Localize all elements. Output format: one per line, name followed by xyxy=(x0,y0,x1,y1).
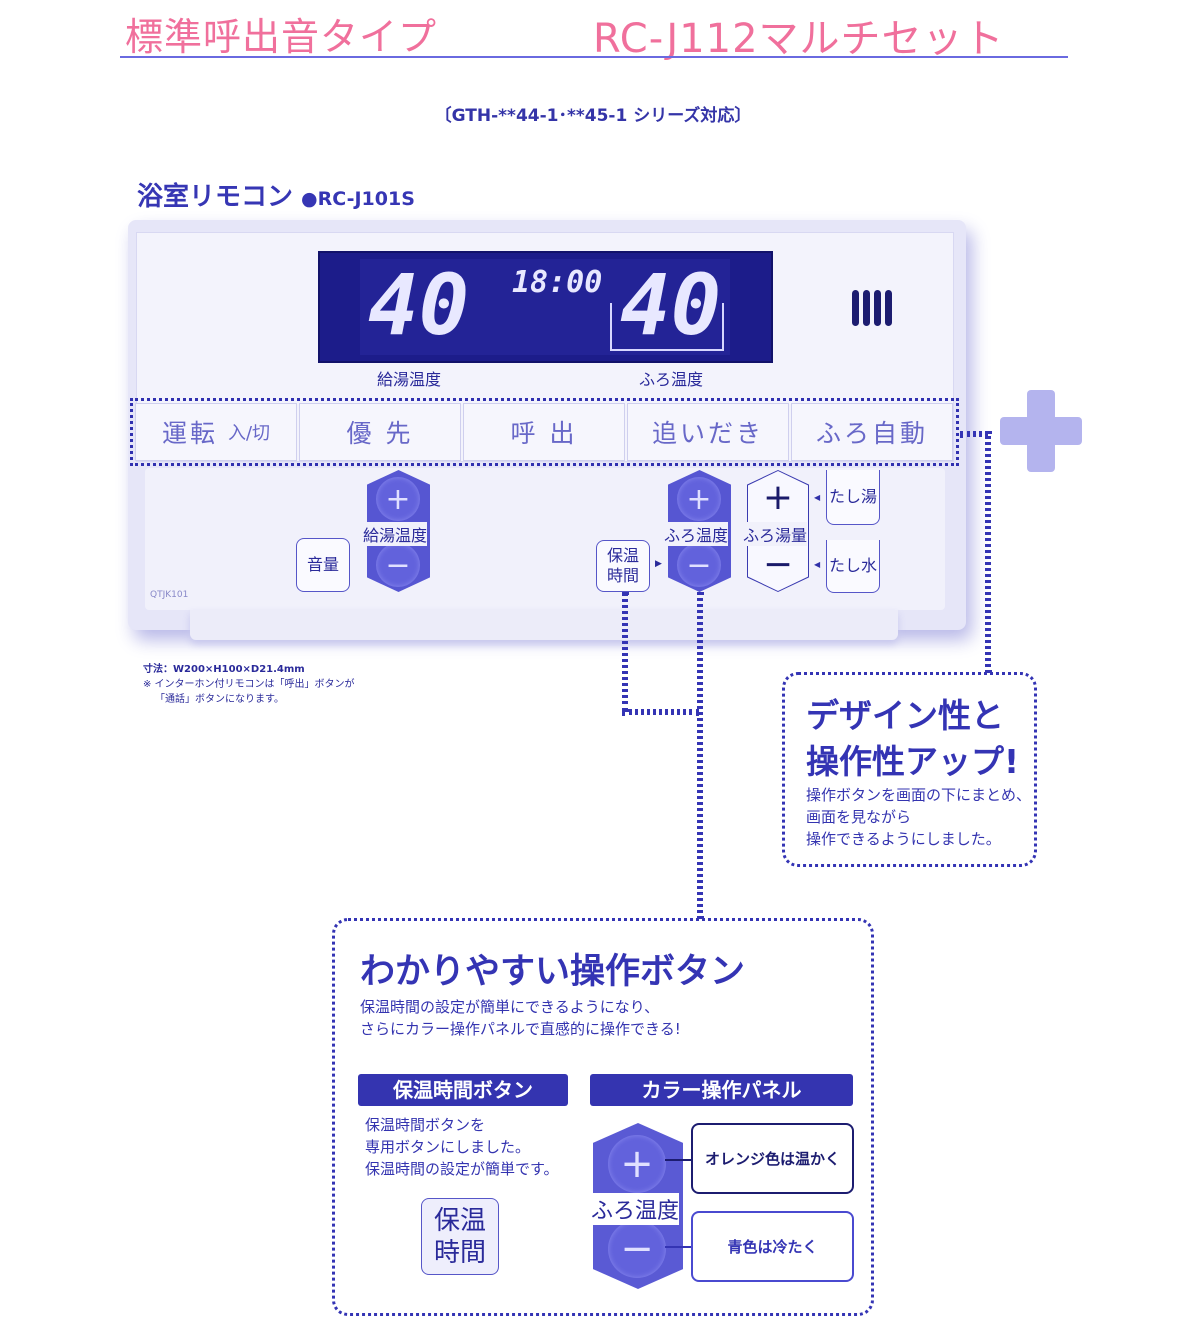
supply-temp-minus-button[interactable]: − xyxy=(376,543,420,587)
keep-warm-button[interactable]: 保温時間 xyxy=(596,540,650,592)
keep-warm-text-3: 保温時間の設定が簡単です。 xyxy=(365,1160,559,1178)
bath-temp-minus-button[interactable]: − xyxy=(677,543,721,587)
keep-warm-text-2: 専用ボタンにしました。 xyxy=(365,1138,531,1156)
button-row-highlight xyxy=(130,398,959,466)
bath-temp-digits: 40 xyxy=(620,256,722,354)
easy-buttons-text-2: さらにカラー操作パネルで直感的に操作できる! xyxy=(360,1020,681,1038)
connector-line xyxy=(697,592,703,919)
keep-warm-header: 保温時間ボタン xyxy=(358,1074,568,1106)
intercom-note: ※ インターホン付リモコンは「呼出」ボタンが xyxy=(143,679,355,690)
remote-base xyxy=(190,610,898,640)
color-panel-label: ふろ温度 xyxy=(591,1193,680,1225)
design-text-3: 操作できるようにしました。 xyxy=(806,830,1001,848)
header-left-title: 標準呼出音タイプ xyxy=(125,15,438,59)
power-sub-label: 入/切 xyxy=(227,423,271,444)
warm-color-note: オレンジ色は温かく xyxy=(691,1123,854,1194)
arrow-left-icon: ◀ xyxy=(814,560,821,569)
design-callout: デザイン性と 操作性アップ! 操作ボタンを画面の下にまとめ、 画面を見ながら 操… xyxy=(782,672,1037,867)
bath-temp-label: ふろ温度 xyxy=(664,522,729,546)
bath-volume-plus-button[interactable]: + xyxy=(762,477,794,518)
dimensions-note: 寸法：W200×H100×D21.4mm xyxy=(143,664,305,675)
speaker-grille-icon xyxy=(852,290,892,326)
supply-temp-digits: 40 xyxy=(368,256,470,354)
color-panel-header: カラー操作パネル xyxy=(590,1074,853,1106)
lcd-display: 40 18:00 40 xyxy=(318,251,773,363)
series-subtitle: 〔GTH-**44-1･**45-1 シリーズ対応〕 xyxy=(434,106,752,126)
intercom-note-2: 「通話」ボタンになります。 xyxy=(155,694,284,705)
color-panel-minus-button[interactable]: − xyxy=(608,1220,666,1278)
plus-icon-bar xyxy=(1000,417,1082,445)
reheat-button[interactable]: 追いだき xyxy=(627,403,789,461)
connector-line xyxy=(960,431,988,437)
connector-line xyxy=(622,592,628,712)
bath-volume-label: ふろ湯量 xyxy=(743,522,808,546)
design-text-1: 操作ボタンを画面の下にまとめ、 xyxy=(806,786,1032,804)
supply-temp-label: 給湯温度 xyxy=(363,522,428,546)
header-right-title: RC-J112マルチセット xyxy=(593,16,1005,62)
call-button[interactable]: 呼 出 xyxy=(463,403,625,461)
color-panel-plus-button[interactable]: + xyxy=(608,1135,666,1193)
display-label-supply: 給湯温度 xyxy=(377,370,442,389)
volume-button[interactable]: 音量 xyxy=(296,538,350,592)
design-text-2: 画面を見ながら xyxy=(806,808,912,826)
easy-buttons-title: わかりやすい操作ボタン xyxy=(360,952,746,992)
keep-warm-line1: 保温 xyxy=(606,546,639,565)
design-title-1: デザイン性と xyxy=(806,696,1004,735)
connector-line xyxy=(665,1246,691,1248)
section-title: 浴室リモコン ●RC-J101S xyxy=(137,176,415,213)
bath-level-bracket xyxy=(610,303,724,351)
connector-line xyxy=(985,431,991,673)
supply-temp-plus-button[interactable]: + xyxy=(376,477,420,521)
arrow-left-icon: ◀ xyxy=(814,493,821,502)
design-title-2: 操作性アップ! xyxy=(806,742,1020,781)
section-name: 浴室リモコン xyxy=(137,182,294,212)
cool-color-note: 青色は冷たく xyxy=(691,1211,854,1282)
add-cold-water-button[interactable]: たし水 xyxy=(826,540,880,593)
keep-warm-text-1: 保温時間ボタンを xyxy=(365,1116,486,1134)
keep-warm-large-line1: 保温 xyxy=(433,1205,486,1236)
bath-temp-plus-button[interactable]: + xyxy=(677,477,721,521)
easy-buttons-text-1: 保温時間の設定が簡単にできるようになり、 xyxy=(360,998,660,1016)
easy-buttons-callout: わかりやすい操作ボタン 保温時間の設定が簡単にできるようになり、 さらにカラー操… xyxy=(332,918,874,1316)
model-number: ●RC-J101S xyxy=(301,188,415,210)
remote-lower-panel xyxy=(145,468,945,610)
arrow-right-icon: ▶ xyxy=(655,559,662,569)
header-divider xyxy=(120,56,1068,58)
keep-warm-large-line2: 時間 xyxy=(433,1237,486,1268)
keep-warm-button-large[interactable]: 保温時間 xyxy=(421,1198,499,1275)
main-button-row: 運転入/切 優 先 呼 出 追いだき ふろ自動 xyxy=(135,403,953,461)
add-hot-water-button[interactable]: たし湯 xyxy=(826,470,880,525)
bath-volume-minus-button[interactable]: − xyxy=(762,544,794,585)
display-label-bath: ふろ温度 xyxy=(639,370,704,389)
priority-button[interactable]: 優 先 xyxy=(299,403,461,461)
power-label: 運転 xyxy=(161,419,218,448)
auto-bath-button[interactable]: ふろ自動 xyxy=(791,403,953,461)
power-button[interactable]: 運転入/切 xyxy=(135,403,297,461)
keep-warm-line2: 時間 xyxy=(606,566,639,585)
clock-digits: 18:00 xyxy=(512,265,603,300)
connector-line xyxy=(622,709,699,715)
connector-line xyxy=(665,1159,691,1161)
model-code: QTJK101 xyxy=(150,590,189,600)
